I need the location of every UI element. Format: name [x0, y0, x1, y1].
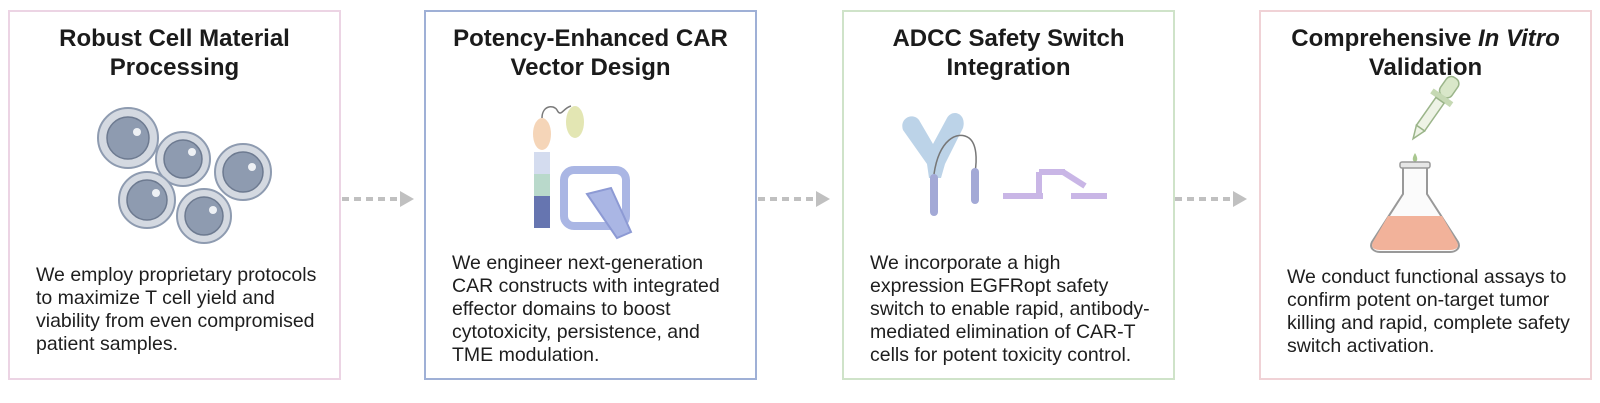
step-title: ADCC Safety Switch Integration [892, 25, 1125, 81]
step-card-safety-switch: ADCC Safety Switch Integration We incorp… [842, 10, 1175, 380]
car-construct-illustration [426, 100, 755, 250]
step-title: Potency-Enhanced CAR Vector Design [453, 25, 728, 81]
safety-switch-icon [901, 113, 1107, 216]
flask-illustration [1261, 66, 1590, 253]
flow-arrow [342, 187, 422, 211]
safety-switch-illustration [844, 100, 1173, 250]
step-title: Robust Cell Material Processing [59, 25, 290, 81]
step-description: We engineer next-generation CAR construc… [452, 252, 720, 366]
t-cells-icon [96, 107, 272, 244]
t-cells-illustration [10, 100, 339, 250]
flow-arrow [1175, 187, 1255, 211]
step-description: We incorporate a high expression EGFRopt… [870, 252, 1150, 366]
flask-dropper-icon [1369, 75, 1460, 253]
step-title: Comprehensive In Vitro Validation [1291, 25, 1560, 81]
flow-arrow [758, 187, 838, 211]
step-card-car-vector: Potency-Enhanced CAR Vector Design We en… [424, 10, 757, 380]
step-card-cell-processing: Robust Cell Material Processing [8, 10, 341, 380]
step-description: We employ proprietary protocols to maxim… [36, 264, 317, 355]
step-description: We conduct functional assays to confirm … [1287, 266, 1570, 357]
car-construct-icon [532, 105, 632, 240]
step-card-in-vitro-validation: Comprehensive In Vitro Validation We con… [1259, 10, 1592, 380]
